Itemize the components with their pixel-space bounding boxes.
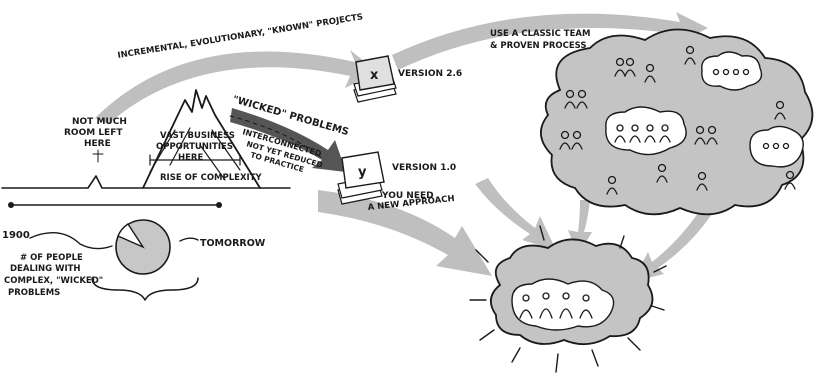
tomorrow-label: TOMORROW [200, 238, 266, 249]
classic-team-label-line1: USE A CLASSIC TEAM [490, 29, 590, 39]
vast-label-line2: OPPORTUNITIES [156, 142, 233, 152]
classic-team-cloud [540, 28, 814, 216]
people-pie-chart [115, 219, 171, 275]
vast-label-line3: HERE [178, 153, 203, 163]
people-label-line1: # OF PEOPLE [20, 253, 83, 263]
classic-arrow-top [392, 12, 708, 70]
complexity-mountain [142, 89, 261, 189]
rise-label: RISE OF COMPLEXITY [160, 173, 262, 183]
not-much-label-line3: HERE [84, 139, 111, 149]
year-label: 1900 [2, 230, 30, 241]
not-much-label-line1: NOT MUCH [72, 117, 127, 127]
not-much-label-line2: ROOM LEFT [64, 128, 123, 138]
incremental-arrow [95, 50, 378, 124]
version-2-6-stack: x [353, 55, 397, 103]
brace [91, 277, 199, 301]
people-label-line4: PROBLEMS [8, 288, 60, 298]
version-2-6-card-letter: x [370, 68, 379, 83]
version-1-0-label: VERSION 1.0 [392, 163, 456, 173]
new-approach-label-line1: YOU NEED [381, 191, 434, 201]
baseline [1, 175, 291, 189]
version-1-0-stack: y [337, 151, 385, 205]
team-figures [559, 45, 796, 195]
cloud-arrow-left [475, 178, 556, 250]
wicked-arrow [230, 108, 346, 172]
glow-rays [469, 225, 667, 373]
people-label-line3: COMPLEX, "WICKED" [4, 276, 103, 286]
new-approach-arrow [318, 190, 492, 276]
classic-team-label-line2: & PROVEN PROCESS [490, 41, 587, 51]
timeline [8, 202, 222, 250]
version-2-6-label: VERSION 2.6 [398, 69, 462, 79]
cloud-arrow-right [632, 210, 712, 282]
new-approach-cloud [469, 225, 667, 373]
people-label-line2: DEALING WITH [10, 264, 81, 274]
version-1-0-card-letter: y [358, 165, 367, 180]
vast-label-line1: VAST BUSINESS [160, 131, 235, 141]
